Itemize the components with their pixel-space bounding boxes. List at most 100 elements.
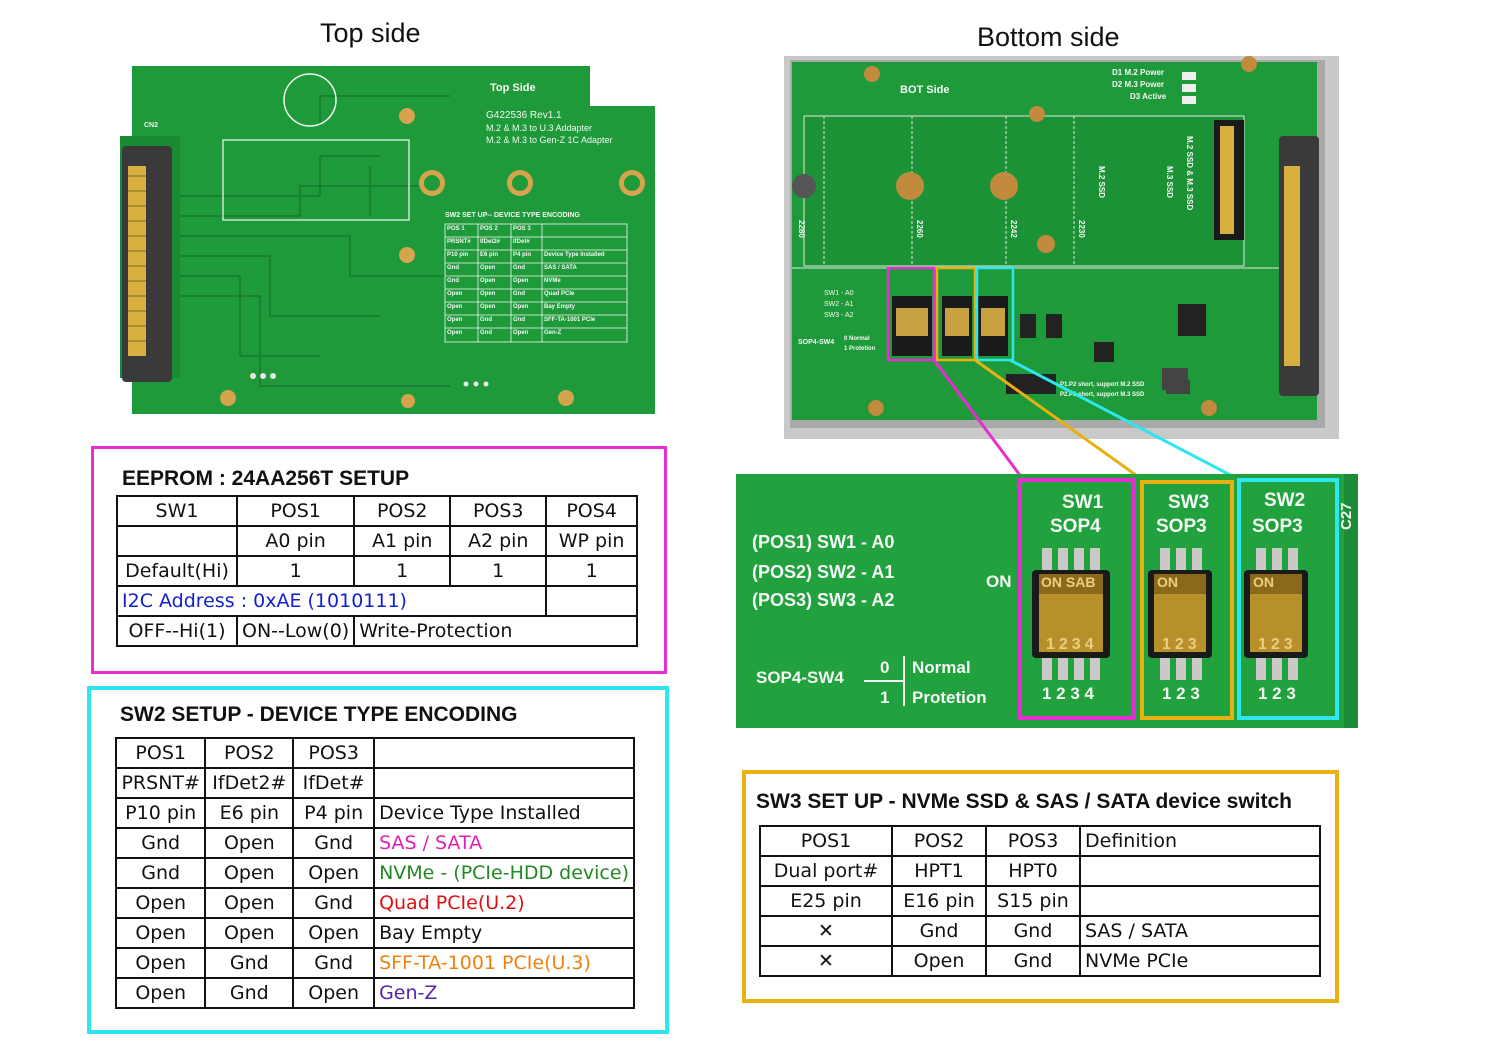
table-cell: Open — [204, 887, 295, 919]
eeprom-cell: 1 — [449, 555, 548, 587]
eeprom-setup-frame — [91, 446, 667, 674]
zoom-sop4-normal-num: 0 — [880, 658, 890, 677]
table-cell: SFF-TA-1001 PCIe(U.3) — [373, 947, 635, 979]
table-cell: HPT1 — [891, 855, 987, 887]
table-cell: P4 pin — [292, 797, 376, 829]
eeprom-cell: POS2 — [353, 495, 452, 527]
silk-table-cell: Open — [513, 330, 529, 336]
silk-table-cell: Gnd — [513, 265, 525, 271]
table-cell: S15 pin — [985, 885, 1081, 917]
eeprom-cell: POS4 — [545, 495, 638, 527]
zoom-sw1-pkg: SOP4 — [1050, 516, 1101, 537]
silk-table-cell: NVMe — [544, 278, 561, 284]
table-cell: Open — [114, 887, 207, 919]
eeprom-cell: A2 pin — [449, 525, 548, 557]
silk-table-cell: POS 3 — [513, 226, 531, 232]
silk-table-cell: POS 1 — [447, 226, 465, 232]
silk-table-cell: Quad PCIe — [544, 291, 575, 297]
zoom-sop4-prot-num: 1 — [880, 688, 890, 707]
bottom-side-pcb-photo: BOT Side D1 M.2 Power D2 M.3 Power D3 Ac… — [784, 56, 1339, 439]
table-cell: POS1 — [759, 825, 893, 857]
table-cell: NVMe PCIe — [1079, 945, 1321, 977]
silk-table-cell: Open — [447, 317, 463, 323]
table-cell: Quad PCIe(U.2) — [373, 887, 635, 919]
sop4-normal: 0 Normal — [844, 336, 870, 342]
silk-table-title: SW2 SET UP-- DEVICE TYPE ENCODING — [445, 212, 580, 219]
table-cell: Open — [292, 917, 376, 949]
sw2-setup-frame — [87, 686, 669, 1034]
table-cell: Dual port# — [759, 855, 893, 887]
top-side-desc1: M.2 & M.3 to U.3 Addapter — [486, 123, 593, 133]
table-cell: Open — [204, 827, 295, 859]
connector-label: CN2 — [144, 122, 159, 129]
table-cell: E25 pin — [759, 885, 893, 917]
table-cell: Gnd — [204, 977, 295, 1009]
eeprom-table: SW1 POS1 POS2 POS3 POS4 A0 pin A1 pin A2… — [115, 495, 638, 647]
switch-legend-1: SW1 - A0 — [824, 290, 854, 297]
zoom-sw3-body: ON — [1157, 574, 1178, 590]
table-cell: Open — [114, 947, 207, 979]
i2c-address: I2C Address : 0xAE (1010111) — [115, 585, 548, 617]
silk-table-cell: Gnd — [480, 330, 492, 336]
note-1: P1.P2 short, support M.2 SSD — [1060, 382, 1145, 388]
eeprom-title: EEPROM : 24AA256T SETUP — [122, 467, 410, 490]
zoom-sop4-normal: Normal — [912, 658, 971, 677]
silk-table-cell: P10 pin — [447, 252, 469, 258]
table-cell: Gen-Z — [373, 977, 635, 1009]
legend-off: OFF--Hi(1) — [116, 615, 238, 647]
table-cell — [373, 767, 635, 799]
sw3-setup-frame — [742, 770, 1339, 1003]
silk-table-cell: Gnd — [513, 291, 525, 297]
silk-table-cell: IfDet# — [513, 239, 530, 245]
table-cell: IfDet2# — [204, 767, 295, 799]
table-cell: P10 pin — [114, 797, 207, 829]
led-label-1: D1 M.2 Power — [1112, 68, 1165, 77]
eeprom-cell: 1 — [235, 555, 356, 587]
silk-table-cell: E6 pin — [480, 252, 499, 258]
silk-table-cell: Open — [447, 291, 463, 297]
silk-table-cell: Gnd — [447, 265, 459, 271]
bottom-side-silk-label: BOT Side — [900, 84, 950, 96]
table-cell — [373, 737, 635, 769]
eeprom-cell: Default(Hi) — [116, 555, 238, 587]
table-row: PRSNT#IfDet2#IfDet# — [114, 767, 635, 799]
table-cell: Gnd — [204, 947, 295, 979]
eeprom-cell: A0 pin — [235, 525, 356, 557]
silk-table-cell: POS 2 — [480, 226, 498, 232]
silk-table-cell: Open — [513, 304, 529, 310]
silk-table-cell: Bay Empty — [544, 304, 576, 310]
silk-table-cell: SFF-TA-1001 PCIe — [544, 317, 596, 323]
legend-on: ON--Low(0) — [235, 615, 356, 647]
table-cell: HPT0 — [985, 855, 1081, 887]
eeprom-cell: POS1 — [235, 495, 356, 527]
table-cell — [1079, 855, 1321, 887]
table-cell: PRSNT# — [114, 767, 207, 799]
top-side-pcb-photo: Top Side G422536 Rev1.1 M.2 & M.3 to U.3… — [120, 66, 655, 414]
zoom-sop4-label: SOP4-SW4 — [756, 668, 844, 687]
silk-table-cell: Open — [447, 330, 463, 336]
table-cell: ✕ — [759, 915, 893, 947]
eeprom-cell — [116, 525, 238, 557]
zoom-sw1-pins: 1 2 3 4 — [1042, 684, 1094, 703]
silk-table-cell: Gnd — [447, 278, 459, 284]
table-cell: Gnd — [114, 857, 207, 889]
table-cell: Definition — [1079, 825, 1321, 857]
table-cell: E16 pin — [891, 885, 987, 917]
silk-table-cell: Gen-Z — [544, 330, 562, 336]
silk-table-cell: Open — [480, 291, 496, 297]
zoom-sw2-name: SW2 — [1264, 490, 1306, 511]
top-side-silk-label: Top Side — [490, 82, 536, 94]
silk-table-cell: Gnd — [513, 317, 525, 323]
silk-table-cell: PRSNT# — [447, 239, 471, 245]
table-cell: ✕ — [759, 945, 893, 977]
